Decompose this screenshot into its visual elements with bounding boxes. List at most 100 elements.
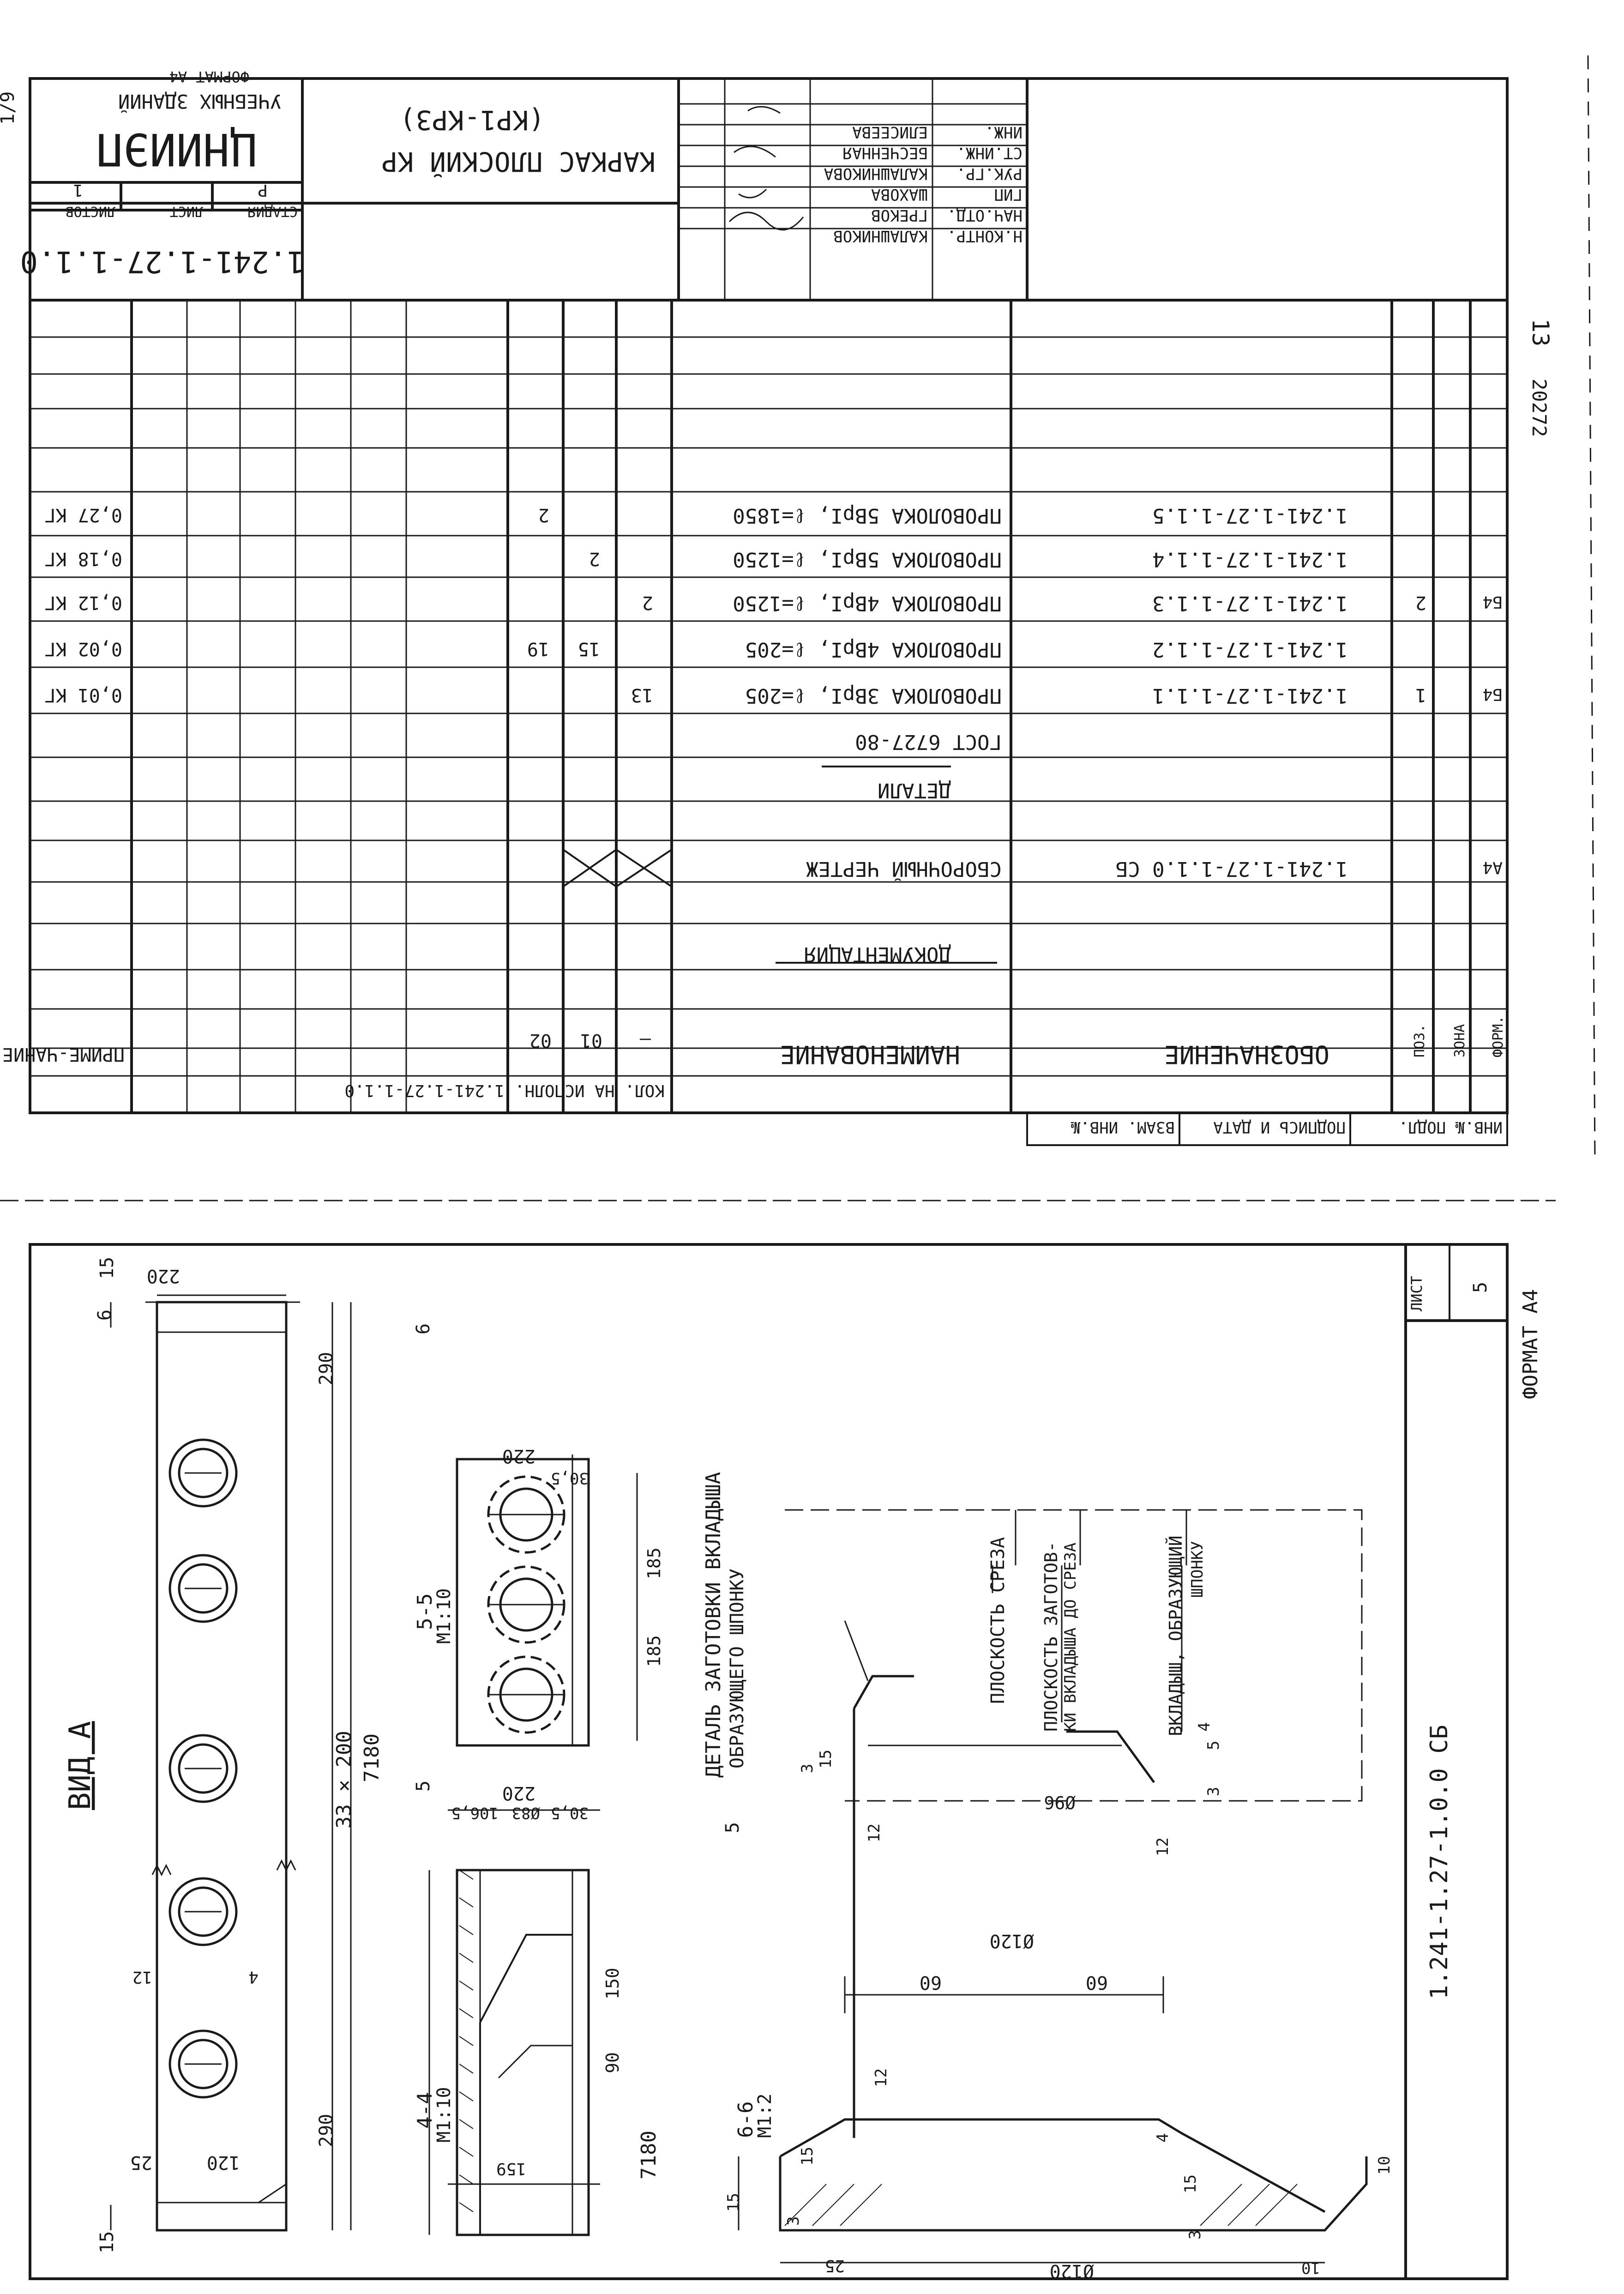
dim-d90: 90 [602,2052,623,2073]
section-5-5 [428,1455,638,2235]
dim-edge15: 15 [798,2147,817,2166]
cell-format: А4 [1483,858,1503,877]
dim-end-gap: 290 [316,1352,337,1385]
cell-q2: 15 [578,638,600,659]
leader-cut-plane: ПЛОСКОСТЬ СРЕЗА [987,1537,1009,1704]
dim-phi120: Ø120 [990,1930,1034,1951]
hole-inner [178,1563,229,1614]
cell-name: СБОРОЧНЫЙ ЧЕРТЕЖ [806,857,1002,881]
x-mark-2 [562,849,617,887]
sheet-number: 5 [1470,1282,1491,1293]
dim-d305: 30,5 [551,1469,589,1487]
side-stamp-text: ИНВ.№ ПОДЛ. [1399,1118,1503,1136]
dim-d185: 185 [644,1635,664,1667]
cell-note: 0,27 КГ [44,504,122,525]
detail-blank [785,1509,1363,2138]
upper-frame [29,77,1509,1114]
cell-q3: 2 [538,504,549,525]
spec-table-text: ФОРМ. ЗОНА ПОЗ. ОБОЗНАЧЕНИЕ НАИМЕНОВАНИЕ… [2,1016,1506,1136]
hole-inner [178,1448,229,1498]
person-role: Н.КОНТР. [947,227,1023,245]
cut-mark-6: 6 [94,1310,115,1321]
x-mark-1 [615,849,673,887]
hdr-qty-col: — [639,1030,651,1051]
dim-edge15: 15 [96,1257,118,1279]
cell-name: ДОКУМЕНТАЦИЯ [804,942,951,966]
hole-outline [487,1475,565,1554]
cell-format: Б4 [1483,592,1503,611]
section-6-6 [738,2118,1368,2264]
dim-d150: 150 [602,1968,623,1999]
cell-note: 0,12 КГ [44,592,122,613]
dim-d83: Ø83 [512,1804,540,1822]
person-name: БЕСЧЕННАЯ [843,144,928,162]
cell-note: 0,18 КГ [44,548,122,569]
cell-name: ГОСТ 6727-80 [855,730,1002,754]
section-4-4 [448,1869,600,2236]
dim-d3: 3 [1204,1787,1223,1796]
side-stamp-text: ВЗАМ. ИНВ.№ [1071,1118,1175,1136]
cell-designation: 1.241-1.27-1.1.1 [1152,684,1348,707]
cell-designation: 1.241-1.27-1.1.3 [1152,592,1348,615]
dim-d120: 120 [207,2152,240,2173]
cell-name: ПРОВОЛОКА 3ВрI, ℓ=205 [745,684,1002,707]
cell-q3: 19 [527,638,549,659]
lower-frame [29,1243,1509,2280]
person-name: ШАХОВА [871,185,928,204]
sheets-value: 1 [73,181,83,199]
dim-d60: 60 [1086,1972,1108,1993]
dim-d12: 12 [872,2068,890,2087]
cell-name: ПРОВОЛОКА 5ВрI, ℓ=1850 [733,504,1002,527]
lower-sheet: ВИД А 7180 33 × 200 290 290 220 15 15 12… [29,1243,1542,2282]
sheets-header: ЛИСТОВ [66,203,115,219]
dim-d5: 5 [1204,1741,1223,1750]
dim-d10: 10 [1375,2156,1394,2175]
table-row: ГОСТ 6727-80 [855,730,1002,754]
cut-mark-5: 5 [413,1781,434,1792]
sheet-label: ЛИСТ [1408,1276,1426,1311]
hdr-qty-col: 01 [580,1030,602,1051]
hdr-format: ФОРМ. [1490,1016,1506,1057]
org-line1: ЦНИИЭП [96,123,256,175]
stage-value: Р [258,181,268,199]
person-role: ГИП [994,185,1023,204]
title-name-line1: КАРКАС ПЛОСКИЙ КР [381,146,656,178]
side-stamp-text: ПОДПИСЬ И ДАТА [1213,1118,1346,1136]
hdr-qty-col: 02 [529,1030,552,1051]
dim-edge15: 15 [1181,2174,1200,2193]
sheet-divider [0,1200,1556,1201]
table-row: ДЕТАЛИ [878,779,951,802]
dim-total-len: 7180 [360,1733,384,1782]
cell-name: ПРОВОЛОКА 4ВрI, ℓ=205 [745,638,1002,661]
sheet-header: ЛИСТ [170,203,203,219]
dim-edge15: 15 [724,2193,743,2212]
dim-width: 220 [502,1445,535,1467]
dim-d4: 4 [248,1968,259,1986]
cut-mark-6: 6 [413,1323,434,1334]
dim-d3: 3 [784,2216,803,2226]
sec66-label: 6-6 [734,2101,758,2138]
hole-outline [168,1877,238,1946]
dim-d60: 60 [920,1972,942,1993]
dim-d10: 10 [1301,2258,1320,2277]
cell-format: Б4 [1483,685,1503,704]
hdr-name: НАИМЕНОВАНИЕ [780,1040,960,1069]
hole-outline [168,1554,238,1623]
detail-title-line2: ОБРАЗУЮЩЕГО ШПОНКУ [727,1569,748,1769]
title-block-text: 1.241-1.27-1.1.0 КАРКАС ПЛОСКИЙ КР (КР1-… [0,68,1554,437]
hdr-zone: ЗОНА [1452,1024,1468,1057]
dim-width: 220 [147,1265,180,1286]
dim-width: 220 [502,1782,535,1804]
sec55-scale: М1:10 [433,1588,455,1644]
dim-d4: 4 [1154,2133,1172,2143]
dim-total-len: 7180 [637,2131,661,2179]
hdr-note: ПРИМЕ-ЧАНИЕ [2,1044,125,1065]
leader-insert-line2: ШПОНКУ [1188,1541,1207,1598]
dim-d1065: 106,5 [451,1804,499,1822]
person-role: НАЧ.ОТД. [947,206,1023,224]
cell-pos: 1 [1415,684,1426,706]
hole-outline [168,1734,238,1803]
